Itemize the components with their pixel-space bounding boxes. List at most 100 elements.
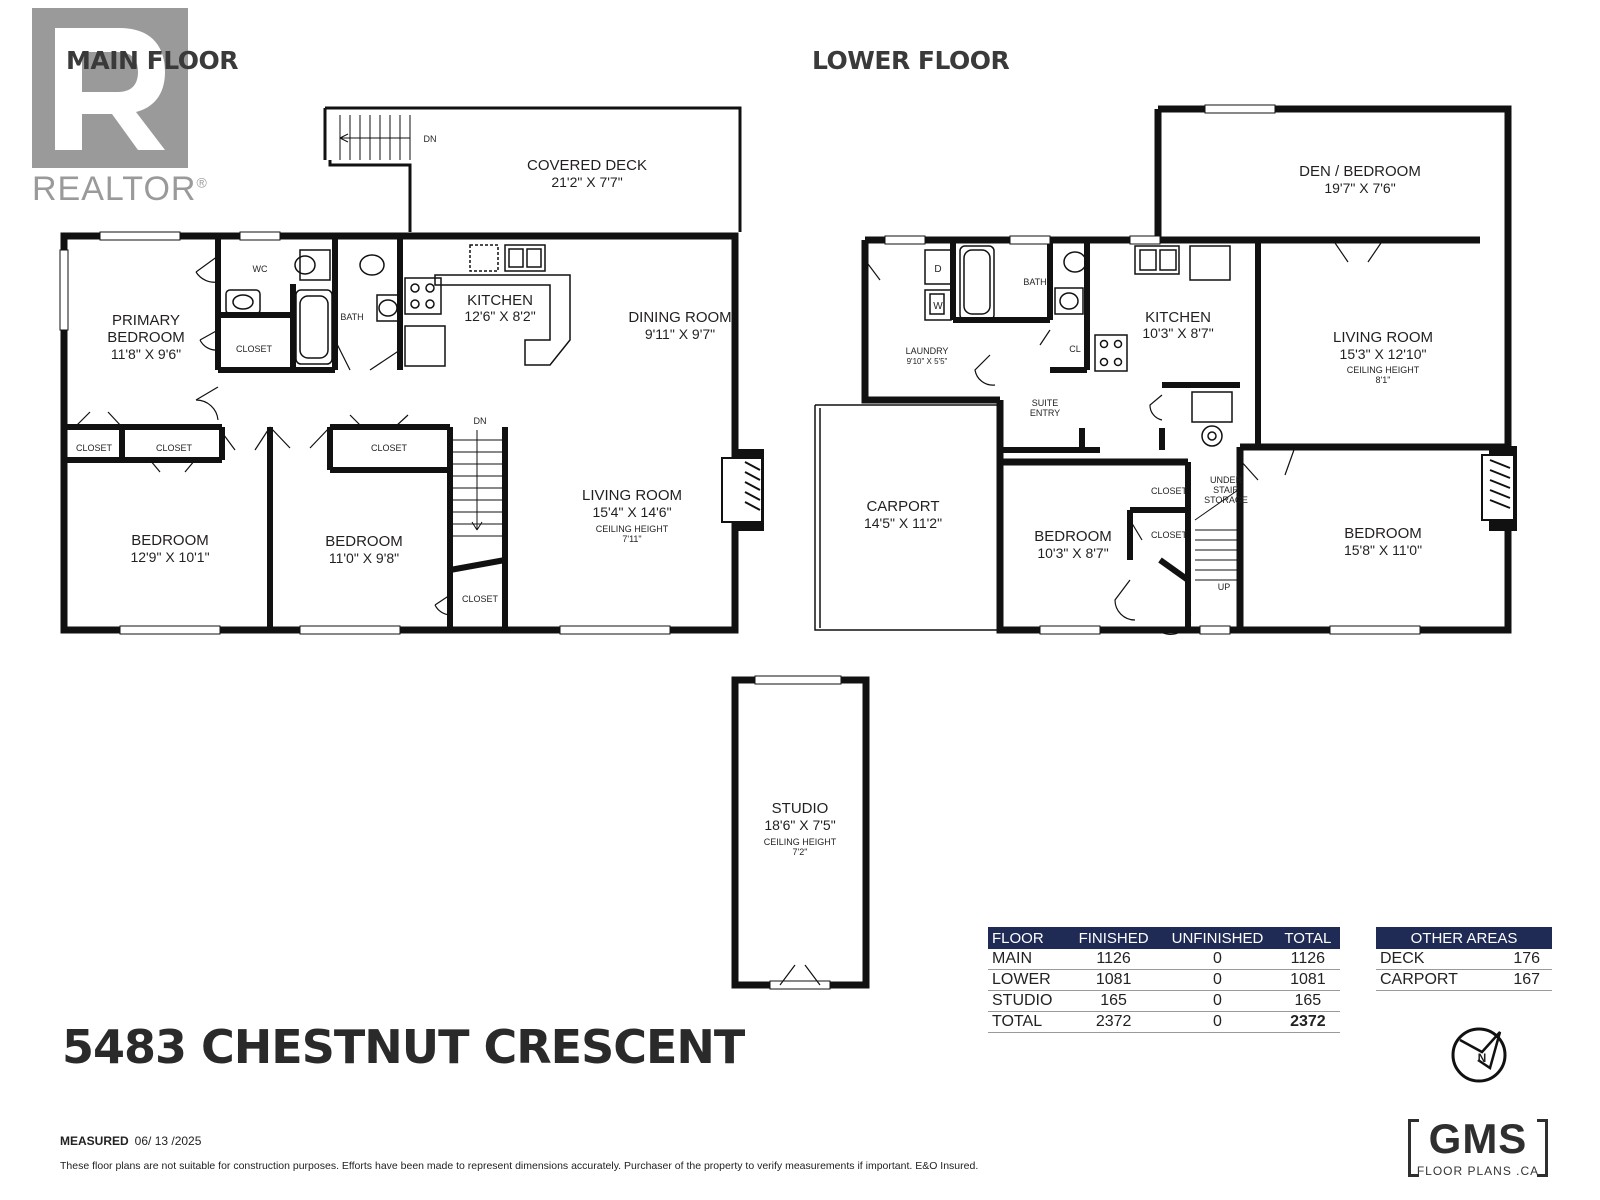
cell: 165	[1068, 990, 1160, 1012]
cell: 1081	[1275, 969, 1340, 991]
lower-living-room-label: LIVING ROOM	[1333, 329, 1433, 346]
carport-dim: 14'5" X 11'2"	[864, 515, 942, 531]
laundry-dim: 9'10" X 5'5"	[907, 357, 948, 366]
den-bedroom-label: DEN / BEDROOM	[1299, 163, 1421, 180]
area-header-finished: FINISHED	[1068, 927, 1160, 949]
realtor-wordmark: REALTOR®	[32, 170, 208, 209]
realtor-registered-mark: ®	[196, 174, 208, 191]
measured-line: MEASURED 06/ 13 /2025	[60, 1134, 201, 1148]
covered-deck-label: COVERED DECK	[527, 157, 647, 174]
cell: 1081	[1068, 969, 1160, 991]
primary-closet-label: CLOSET	[236, 344, 273, 354]
covered-deck-dim: 21'2" X 7'7"	[551, 174, 622, 190]
main-kitchen-dim: 12'6" X 8'2"	[464, 308, 535, 324]
gms-logo: GMS FLOOR PLANS .CA	[1408, 1115, 1548, 1178]
measured-date: 06/ 13 /2025	[134, 1134, 202, 1148]
lower-kitchen-dim: 10'3" X 8'7"	[1142, 325, 1213, 341]
lower-floor-plan	[814, 105, 1517, 635]
main-living-room-label: LIVING ROOM	[582, 487, 682, 504]
closet-a-label: CLOSET	[76, 443, 113, 453]
area-table: FLOOR FINISHED UNFINISHED TOTAL MAIN 112…	[988, 927, 1340, 1033]
cell: DECK	[1376, 949, 1502, 970]
main-stair-dn: DN	[474, 416, 487, 426]
primary-bedroom-label1: PRIMARY	[112, 312, 180, 329]
lower-bath-label: BATH	[1023, 277, 1046, 287]
cell: 2372	[1068, 1011, 1160, 1033]
gms-bracket-right	[1537, 1119, 1548, 1177]
cell: 0	[1159, 1011, 1276, 1033]
gms-subtitle: FLOOR PLANS .CA	[1416, 1164, 1540, 1178]
area-header-unfinished: UNFINISHED	[1159, 927, 1276, 949]
main-floor-windows	[59, 231, 671, 635]
studio-ceiling-label: CEILING HEIGHT	[764, 837, 837, 847]
lower-cl-label: CL	[1069, 344, 1081, 354]
cell: 176	[1501, 949, 1552, 970]
washer-label: W	[933, 301, 943, 312]
main-bedroom1-label: BEDROOM	[131, 532, 209, 549]
under-stair-line3: STORAGE	[1204, 495, 1248, 505]
closet-d-label: CLOSET	[462, 594, 499, 604]
studio-dim: 18'6" X 7'5"	[764, 817, 835, 833]
lower-bedroom2-dim: 15'8" X 11'0"	[1344, 542, 1422, 558]
lower-floor-title: LOWER FLOOR	[812, 46, 1010, 75]
studio-plan	[731, 675, 870, 990]
deck-stair-dn: DN	[424, 134, 437, 144]
main-floor-plan	[60, 106, 764, 634]
cell: 0	[1159, 949, 1276, 970]
suite-entry-line1: SUITE	[1032, 398, 1059, 408]
compass-icon	[1451, 1027, 1507, 1083]
lower-floor-windows	[884, 104, 1421, 635]
table-row: STUDIO 165 0 165	[988, 990, 1340, 1012]
room-labels: COVERED DECK 21'2" X 7'7" DN PRIMARY BED…	[76, 134, 1486, 1065]
main-bedroom1-dim: 12'9" X 10'1"	[130, 549, 209, 565]
table-row: CARPORT 167	[1376, 969, 1552, 991]
area-table-header: FLOOR FINISHED UNFINISHED TOTAL	[988, 927, 1340, 949]
dryer-label: D	[934, 264, 941, 275]
lower-stair-up: UP	[1218, 582, 1231, 592]
main-floor-title: MAIN FLOOR	[66, 46, 239, 75]
property-address: 5483 CHESTNUT CRESCENT	[62, 1020, 745, 1074]
main-kitchen-label: KITCHEN	[467, 292, 533, 309]
cell: 2372	[1275, 1011, 1340, 1033]
gms-wordmark: GMS	[1428, 1115, 1528, 1162]
under-stair-line1: UNDER	[1210, 475, 1243, 485]
lower-bedroom1-dim: 10'3" X 8'7"	[1037, 545, 1108, 561]
table-row: DECK 176	[1376, 949, 1552, 970]
lower-ceiling-value: 8'1"	[1376, 375, 1391, 385]
lower-bedroom1-label: BEDROOM	[1034, 528, 1112, 545]
main-bath-label: BATH	[340, 312, 363, 322]
laundry-label: LAUNDRY	[906, 346, 949, 356]
main-ceiling-label: CEILING HEIGHT	[596, 524, 669, 534]
area-header-floor: FLOOR	[988, 927, 1069, 949]
cell: MAIN	[988, 949, 1069, 970]
gms-bracket-left	[1408, 1119, 1419, 1177]
studio-label: STUDIO	[772, 800, 829, 817]
table-row: LOWER 1081 0 1081	[988, 969, 1340, 991]
main-living-room-dim: 15'4" X 14'6"	[592, 504, 671, 520]
lower-living-room-dim: 15'3" X 12'10"	[1340, 346, 1427, 362]
cell: 0	[1159, 969, 1276, 991]
studio-ceiling-value: 7'2"	[793, 847, 808, 857]
area-header-total: TOTAL	[1275, 927, 1340, 949]
closet-b-label: CLOSET	[156, 443, 193, 453]
lower-closet2-label: CLOSET	[1151, 530, 1188, 540]
measured-label: MEASURED	[60, 1134, 129, 1148]
cell: 1126	[1275, 949, 1340, 970]
primary-bedroom-dim: 11'8" X 9'6"	[111, 346, 181, 362]
disclaimer: These floor plans are not suitable for c…	[60, 1160, 979, 1172]
realtor-logo	[32, 8, 188, 168]
compass-n-label: N	[1478, 1051, 1487, 1065]
main-bedroom2-label: BEDROOM	[325, 533, 403, 550]
cell: TOTAL	[988, 1011, 1069, 1033]
cell: 165	[1275, 990, 1340, 1012]
cell: CARPORT	[1376, 969, 1502, 991]
cell: STUDIO	[988, 990, 1069, 1012]
cell: 167	[1501, 969, 1552, 991]
lower-kitchen-label: KITCHEN	[1145, 309, 1211, 326]
carport-label: CARPORT	[866, 498, 939, 515]
wc-label: WC	[253, 264, 268, 274]
main-ceiling-value: 7'11"	[622, 534, 641, 544]
cell: 1126	[1068, 949, 1160, 970]
other-areas-header-row: OTHER AREAS	[1376, 927, 1552, 949]
